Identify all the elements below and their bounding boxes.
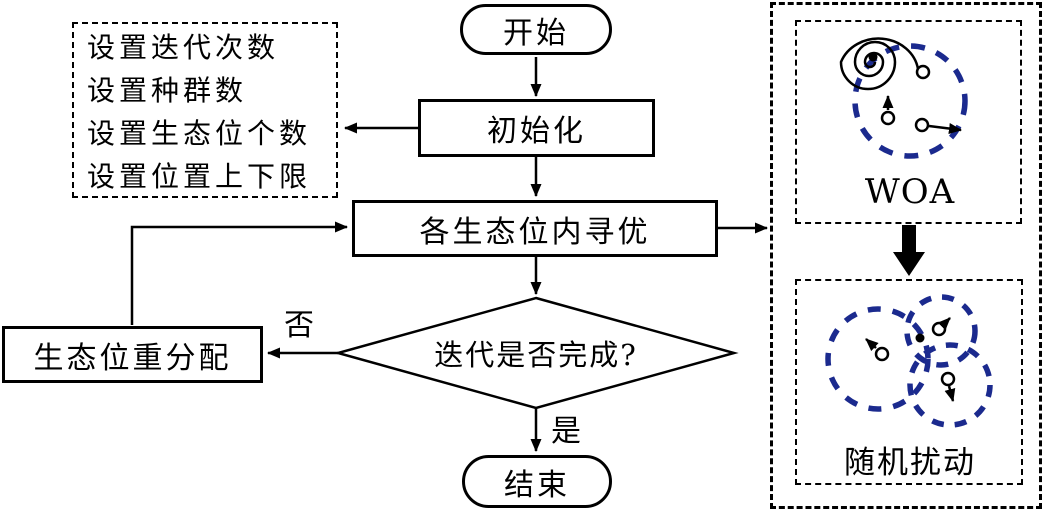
- branch-no-label: 否: [284, 308, 316, 343]
- prey-dot: [868, 52, 878, 62]
- right-method-panel: [770, 2, 1042, 509]
- decision-diamond: [333, 296, 739, 410]
- perturb-agent-dot: [940, 371, 956, 387]
- whale-agent-dot: [914, 117, 930, 133]
- search-node: 各生态位内寻优: [352, 200, 718, 257]
- agent-move-arrow: [937, 317, 951, 331]
- params-item: 设置位置上下限: [87, 160, 312, 193]
- whale-agent-dot: [880, 110, 896, 126]
- perturb-niche-circle: [825, 306, 931, 412]
- params-item: 设置种群数: [87, 74, 248, 107]
- perturb-panel: [795, 279, 1023, 485]
- params-item: 设置迭代次数: [87, 31, 280, 64]
- perturb-niche-circle: [904, 294, 978, 368]
- params-item: 设置生态位个数: [87, 117, 312, 150]
- arrow-redistribute-to-search: [130, 221, 348, 325]
- agent-move-arrow: [944, 385, 956, 402]
- perturb-agent-dot: [874, 346, 890, 362]
- best-position-dot: [915, 333, 925, 343]
- decision-label: 迭代是否完成?: [434, 338, 638, 372]
- woa-panel: [795, 20, 1022, 224]
- whale-agent-dot: [915, 64, 931, 80]
- agent-move-arrow: [865, 338, 879, 352]
- init-params-box: 设置迭代次数 设置种群数 设置生态位个数 设置位置上下限: [72, 22, 338, 198]
- agent-move-arrow: [928, 123, 962, 134]
- end-node: 结束: [462, 455, 612, 508]
- thick-down-arrow: [893, 225, 925, 276]
- redistribute-node: 生态位重分配: [2, 326, 263, 383]
- woa-niche-circle: [852, 43, 968, 159]
- perturb-caption: 随机扰动: [844, 444, 976, 481]
- start-node: 开始: [460, 4, 612, 55]
- perturb-niche-circle: [907, 342, 993, 428]
- branch-yes-label: 是: [551, 414, 583, 449]
- init-node: 初始化: [418, 99, 655, 157]
- woa-caption: WOA: [864, 172, 956, 212]
